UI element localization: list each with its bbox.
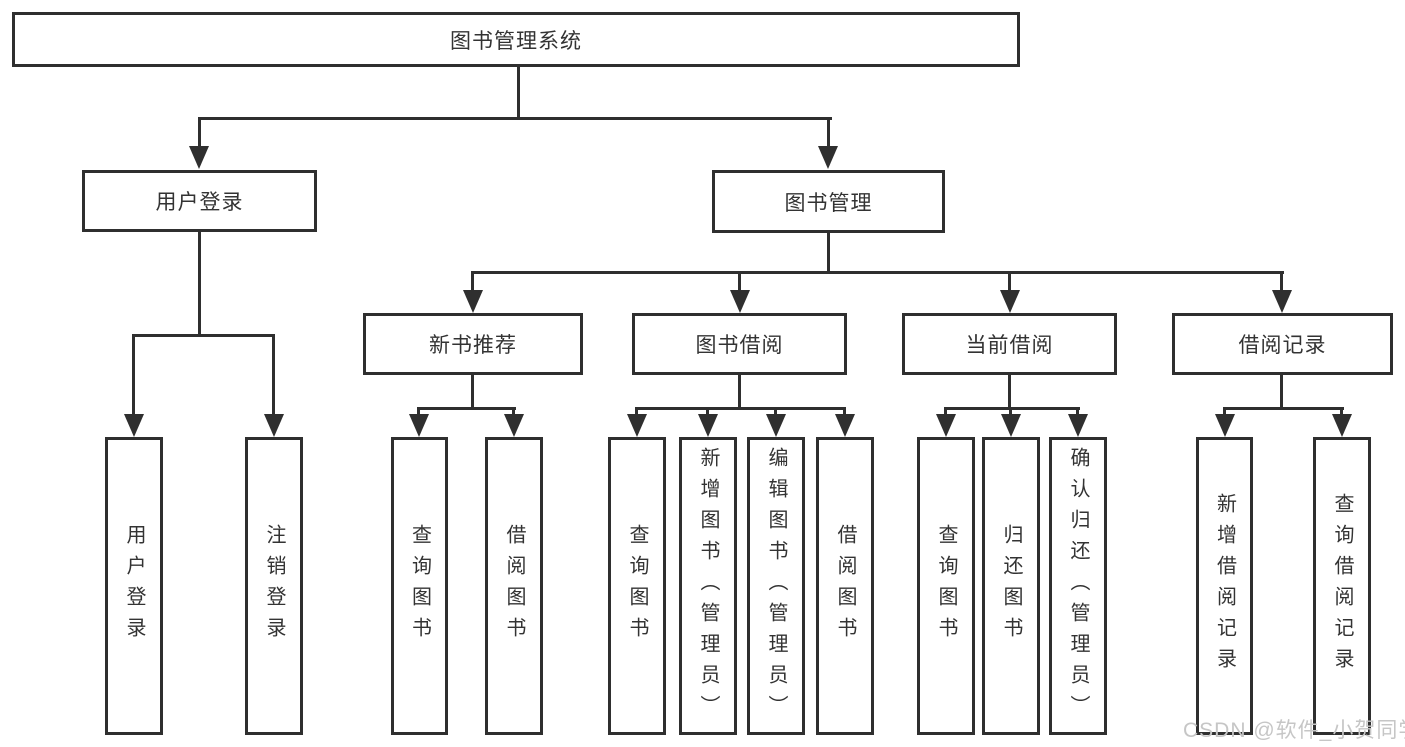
connector-line bbox=[1076, 407, 1079, 417]
connector-line bbox=[471, 271, 1284, 274]
connector-line bbox=[1008, 271, 1011, 293]
connector-line bbox=[827, 233, 830, 274]
arrow-down-icon bbox=[1068, 414, 1088, 437]
connector-line bbox=[774, 407, 777, 417]
leaf-label: 新增借阅记录 bbox=[1213, 493, 1236, 679]
connector-line bbox=[1280, 375, 1283, 410]
connector-line bbox=[706, 407, 709, 417]
arrow-down-icon bbox=[409, 414, 429, 437]
leaf-br-add-record: 新增借阅记录 bbox=[1196, 437, 1253, 735]
connector-line bbox=[471, 271, 474, 293]
connector-line bbox=[1223, 407, 1226, 417]
leaf-label: 查询图书 bbox=[626, 524, 648, 648]
arrow-down-icon bbox=[1272, 290, 1292, 313]
node-book-management: 图书管理 bbox=[712, 170, 945, 233]
leaf-label: 借阅图书 bbox=[503, 524, 525, 648]
arrow-down-icon bbox=[504, 414, 524, 437]
arrow-down-icon bbox=[1001, 414, 1021, 437]
arrow-down-icon bbox=[124, 414, 144, 437]
leaf-nbr-borrow-books: 借阅图书 bbox=[485, 437, 543, 735]
leaf-label: 查询图书 bbox=[408, 524, 431, 648]
arrow-down-icon bbox=[1332, 414, 1352, 437]
connector-line bbox=[512, 407, 515, 417]
arrow-down-icon bbox=[264, 414, 284, 437]
arrow-down-icon bbox=[627, 414, 647, 437]
leaf-label: 归还图书 bbox=[1000, 524, 1022, 648]
arrow-down-icon bbox=[1000, 290, 1020, 313]
leaf-label: 借阅图书 bbox=[834, 524, 856, 648]
connector-line bbox=[635, 407, 846, 410]
connector-line bbox=[198, 232, 201, 336]
connector-line bbox=[738, 375, 741, 410]
connector-line bbox=[198, 117, 201, 148]
node-book-borrow: 图书借阅 bbox=[632, 313, 847, 375]
connector-line bbox=[1340, 407, 1343, 417]
connector-line bbox=[198, 117, 832, 120]
arrow-down-icon bbox=[463, 290, 483, 313]
arrow-down-icon bbox=[698, 414, 718, 437]
arrow-down-icon bbox=[936, 414, 956, 437]
connector-line bbox=[944, 407, 1080, 410]
connector-line bbox=[738, 271, 741, 293]
leaf-nbr-query-books: 查询图书 bbox=[391, 437, 448, 735]
arrow-down-icon bbox=[818, 146, 838, 169]
leaf-br-query-record: 查询借阅记录 bbox=[1313, 437, 1371, 735]
connector-line bbox=[944, 407, 947, 417]
leaf-bb-edit-books-admin: 编辑图书（管理员） bbox=[747, 437, 805, 735]
leaf-label: 查询图书 bbox=[935, 524, 957, 648]
leaf-bb-add-books-admin: 新增图书（管理员） bbox=[679, 437, 737, 735]
node-root: 图书管理系统 bbox=[12, 12, 1020, 67]
connector-line bbox=[417, 407, 516, 410]
connector-line bbox=[1223, 407, 1344, 410]
leaf-bb-borrow-books: 借阅图书 bbox=[816, 437, 874, 735]
arrow-down-icon bbox=[730, 290, 750, 313]
leaf-label: 查询借阅记录 bbox=[1331, 493, 1353, 679]
arrow-down-icon bbox=[835, 414, 855, 437]
connector-line bbox=[272, 334, 275, 416]
connector-line bbox=[517, 67, 520, 119]
leaf-user-login: 用户登录 bbox=[105, 437, 163, 735]
leaf-logout: 注销登录 bbox=[245, 437, 303, 735]
node-borrow-records: 借阅记录 bbox=[1172, 313, 1393, 375]
node-new-book-recommend: 新书推荐 bbox=[363, 313, 583, 375]
connector-line bbox=[132, 334, 135, 416]
connector-line bbox=[132, 334, 275, 337]
connector-line bbox=[1280, 271, 1283, 293]
connector-line bbox=[843, 407, 846, 417]
leaf-label: 用户登录 bbox=[123, 524, 145, 648]
leaf-label: 注销登录 bbox=[263, 524, 285, 648]
connector-line bbox=[471, 375, 474, 410]
connector-line bbox=[1009, 407, 1012, 417]
arrow-down-icon bbox=[189, 146, 209, 169]
arrow-down-icon bbox=[766, 414, 786, 437]
node-current-borrow: 当前借阅 bbox=[902, 313, 1117, 375]
csdn-watermark: CSDN @软件_小贺同学 bbox=[1183, 719, 1405, 742]
leaf-cb-return-books: 归还图书 bbox=[982, 437, 1040, 735]
connector-line bbox=[417, 407, 420, 417]
node-user-login: 用户登录 bbox=[82, 170, 317, 232]
leaf-cb-confirm-return-admin: 确认归还（管理员） bbox=[1049, 437, 1107, 735]
connector-line bbox=[827, 117, 830, 148]
leaf-label: 编辑图书（管理员） bbox=[765, 446, 787, 726]
leaf-bb-query-books: 查询图书 bbox=[608, 437, 666, 735]
connector-line bbox=[1008, 375, 1011, 410]
leaf-label: 新增图书（管理员） bbox=[697, 446, 719, 726]
connector-line bbox=[635, 407, 638, 417]
arrow-down-icon bbox=[1215, 414, 1235, 437]
leaf-cb-query-books: 查询图书 bbox=[917, 437, 975, 735]
leaf-label: 确认归还（管理员） bbox=[1067, 446, 1089, 726]
